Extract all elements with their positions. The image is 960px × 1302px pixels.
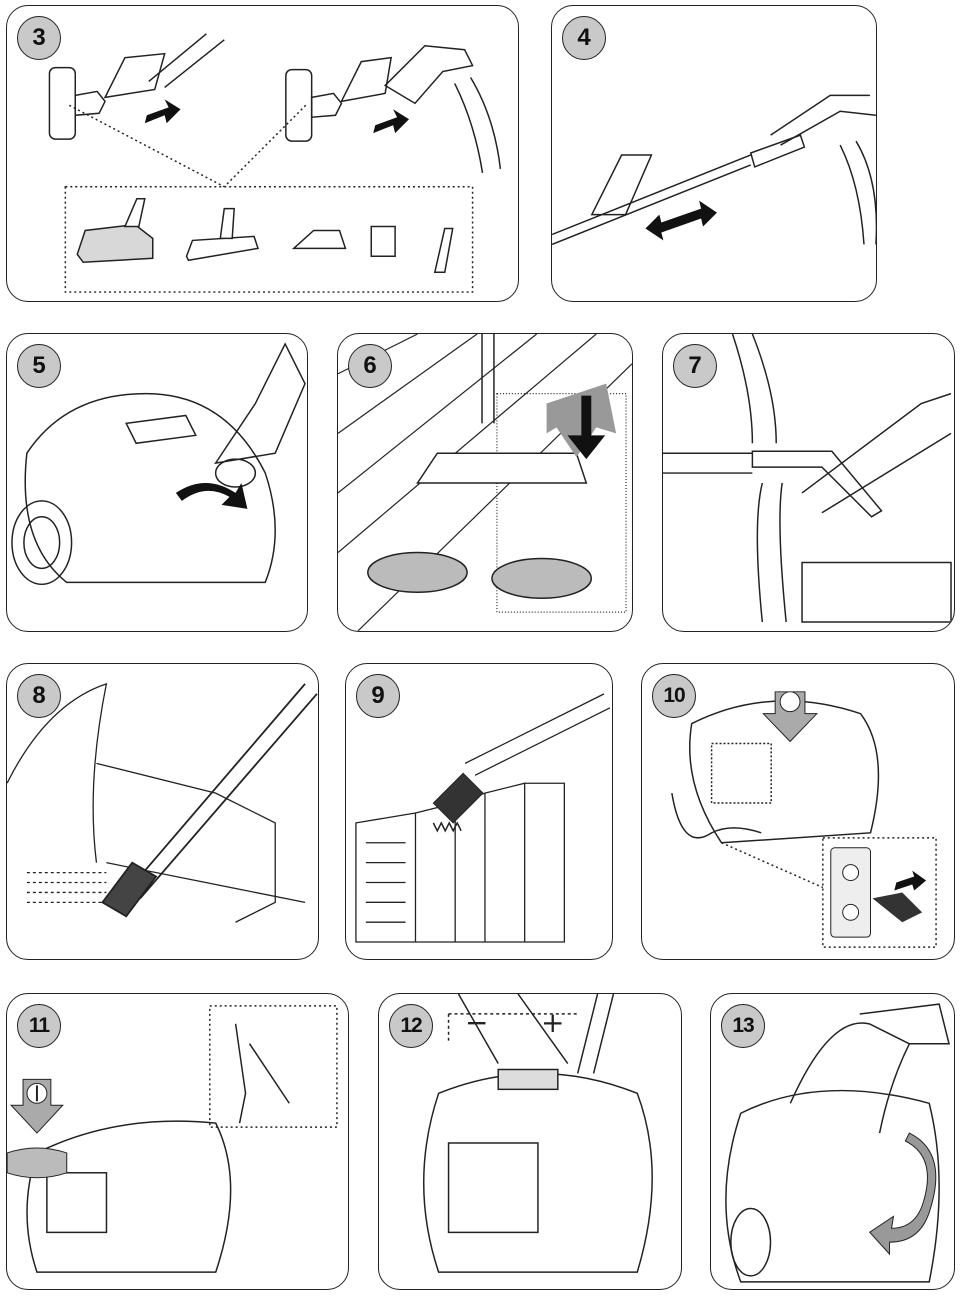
panel-step-12: 12 − + [378,993,682,1290]
step-number-badge: 10 [652,674,696,718]
panel-step-10: 10 [641,663,955,960]
step-number-badge: 3 [17,16,61,60]
crevice-tool-icon [663,334,952,623]
brush-tool-icon [432,772,484,833]
panel-step-8: 8 [6,663,319,960]
panel-step-7: 7 [662,333,955,632]
panel-step-9: 9 [345,663,613,960]
hose-connect-icon [48,33,502,293]
step-number-badge: 12 [389,1004,433,1048]
step-number-badge: 5 [17,344,61,388]
step-number-badge: 4 [562,16,606,60]
tube-extend-icon [552,94,876,246]
floor-nozzle-icon [416,334,588,484]
step-number-badge: 8 [17,674,61,718]
step-number-badge: 6 [348,344,392,388]
panel-step-13: 13 [710,993,955,1290]
cord-rewind-icon [762,691,819,743]
panel-step-5: 5 [6,333,308,632]
panel-step-6: 6 [337,333,633,632]
step-number-badge: 13 [721,1004,765,1048]
power-increase-label: + [541,1006,565,1039]
step-number-badge: 11 [17,1004,61,1048]
crevice-tool-icon [101,683,318,918]
panel-step-3: 3 [6,5,519,302]
panel-step-11: 11 [6,993,349,1290]
power-button-icon [9,1078,64,1134]
step-number-badge: 9 [356,674,400,718]
plug-icon [872,892,923,923]
carpet-nozzle-icon [491,557,593,599]
power-decrease-label: − [465,1006,489,1039]
rotate-arrow-icon [11,342,306,586]
panel-step-4: 4 [551,5,877,302]
socket-icon [830,847,872,938]
step-number-badge: 7 [673,344,717,388]
lid-open-icon [725,1003,950,1283]
